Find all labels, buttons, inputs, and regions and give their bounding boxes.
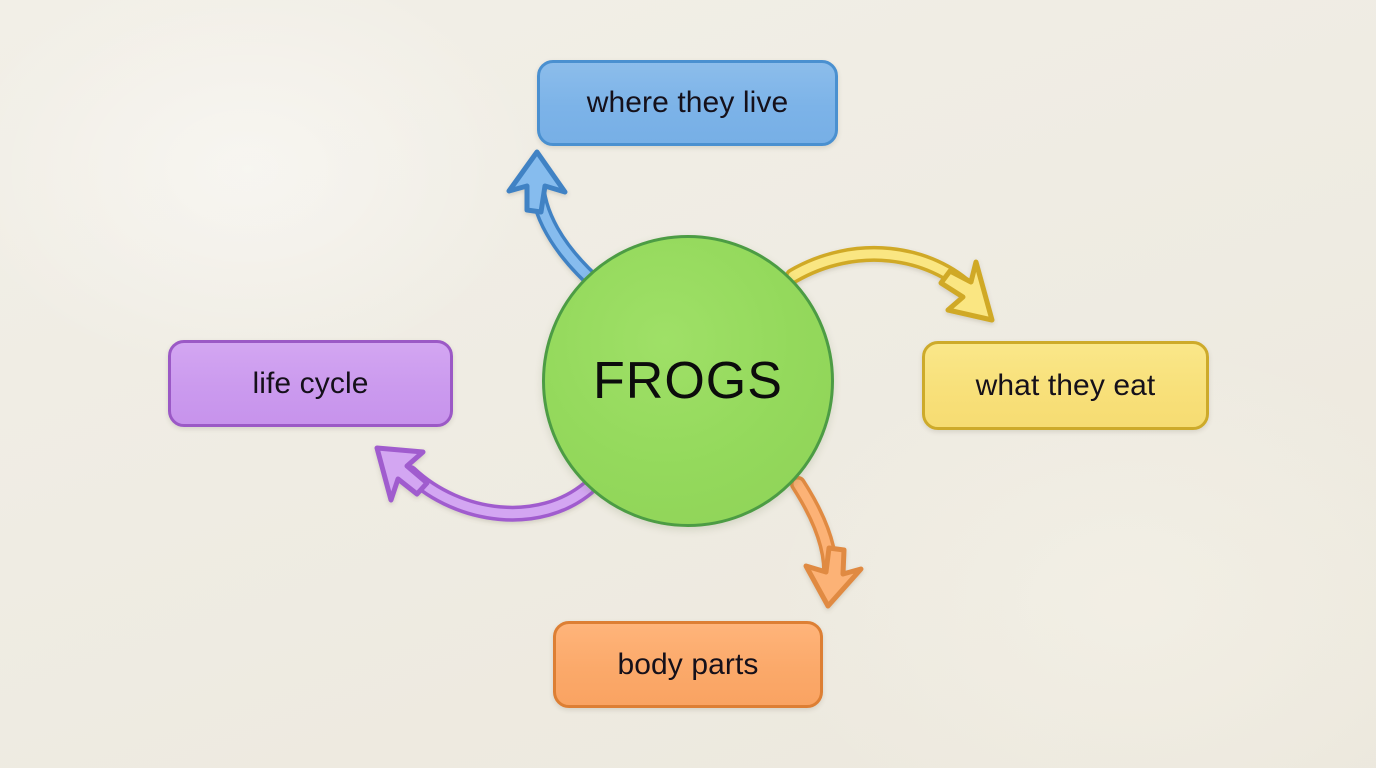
branch-node-label: life cycle <box>252 366 369 400</box>
branch-node-life-cycle[interactable]: life cycle <box>168 340 453 427</box>
branch-node-what-they-eat[interactable]: what they eat <box>922 341 1209 430</box>
branch-node-label: where they live <box>586 86 789 119</box>
branch-node-label: what they eat <box>975 368 1156 402</box>
central-node-frogs[interactable]: FROGS <box>542 235 834 527</box>
central-node-label: FROGS <box>593 352 783 410</box>
branch-node-body-parts[interactable]: body parts <box>553 621 823 708</box>
branch-node-where-they-live[interactable]: where they live <box>537 60 838 146</box>
branch-node-label: body parts <box>617 647 759 681</box>
